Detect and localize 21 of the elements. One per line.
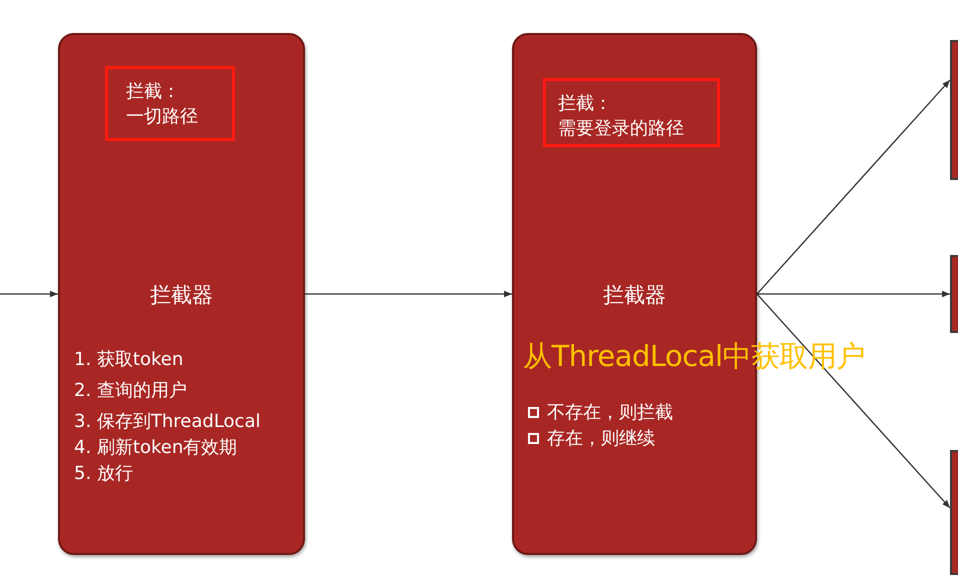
step-text: 1. 获取token <box>74 348 184 371</box>
box-title: 拦截器 <box>602 282 667 309</box>
interceptor-box <box>58 33 305 555</box>
option-text: 不存在，则拦截 <box>547 401 673 424</box>
arrow <box>756 294 950 508</box>
scope-note-text: 需要登录的路径 <box>558 117 685 141</box>
scope-note-box <box>543 78 720 147</box>
scope-note-text: 一切路径 <box>126 105 199 129</box>
step-text: 3. 保存到ThreadLocal <box>74 410 260 433</box>
arrow <box>757 290 950 298</box>
arrow <box>0 290 58 298</box>
box-title: 拦截器 <box>149 282 214 309</box>
scope-note-box <box>105 66 235 141</box>
step-text: 4. 刷新token有效期 <box>74 436 238 459</box>
scope-note-text: 拦截： <box>126 80 181 104</box>
scope-note-text: 拦截： <box>558 92 613 116</box>
arrow <box>305 290 512 298</box>
step-text: 2. 查询的用户 <box>74 379 187 402</box>
arrow <box>756 80 950 294</box>
option-text: 存在，则继续 <box>547 427 655 450</box>
step-text: 5. 放行 <box>74 462 133 485</box>
